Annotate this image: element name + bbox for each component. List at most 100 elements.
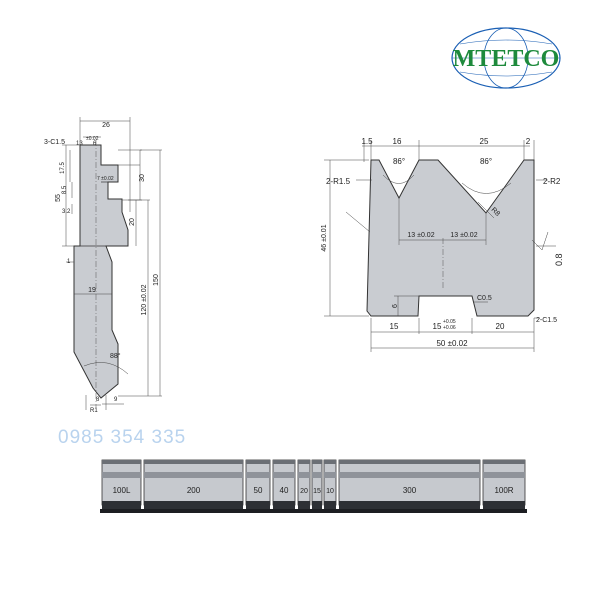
die-dim-6: 6 xyxy=(392,304,399,308)
die-dim-angle-right: 86° xyxy=(480,157,492,166)
punch-dim-8-5: 8.5 xyxy=(62,185,68,194)
segment-10: 10 xyxy=(322,459,338,513)
segment-base xyxy=(244,509,272,513)
die-dim-c15: 2-C1.5 xyxy=(536,317,557,324)
segment-base xyxy=(337,509,482,513)
die-dim-13-right: 13 ±0.02 xyxy=(450,232,477,239)
segment-body xyxy=(323,459,337,506)
segment-body xyxy=(245,459,271,506)
die-dim-46: 46 ±0.01 xyxy=(321,224,328,251)
die-dim-2: 2 xyxy=(526,137,531,146)
punch-dim-7: 7 ±0.02 xyxy=(97,176,114,182)
segment-ridge-band xyxy=(483,472,525,478)
segment-100R: 100R xyxy=(481,459,527,513)
segment-body xyxy=(338,459,481,506)
segment-ridge-band xyxy=(324,472,336,478)
segment-50: 50 xyxy=(244,459,272,513)
segment-foot xyxy=(144,501,243,509)
segment-ridge-band xyxy=(273,472,295,478)
segment-ridge-band xyxy=(298,472,310,478)
segment-body xyxy=(272,459,296,506)
punch-dim-9: 9 xyxy=(114,397,118,403)
die-dim-50: 50 ±0.02 xyxy=(436,339,468,348)
phone-number: 0985 354 335 xyxy=(58,427,187,448)
segment-ridge-band xyxy=(102,472,141,478)
die-dim-1-5: 1.5 xyxy=(361,137,373,146)
punch-dim-tol-top: ±0.02 xyxy=(86,136,99,142)
segment-label: 100L xyxy=(113,486,131,495)
segment-top-band xyxy=(246,460,270,464)
segment-foot xyxy=(312,501,322,509)
punch-dim-8: 8 xyxy=(96,397,100,403)
die-dim-r8: R8 xyxy=(490,206,501,217)
die-dim-r-left: 2-R1.5 xyxy=(326,177,351,186)
segment-40: 40 xyxy=(271,459,297,513)
logo-globe-lat-bottom xyxy=(459,71,553,77)
punch-dim-55: 55 xyxy=(55,194,62,202)
segment-ridge-band xyxy=(312,472,322,478)
punch-dim-chamfer: 3-C1.5 xyxy=(44,139,65,146)
segment-base xyxy=(100,509,143,513)
die-dim-20: 20 xyxy=(496,322,505,331)
segment-ridge-band xyxy=(144,472,243,478)
segment-label: 10 xyxy=(326,488,334,495)
segment-foot xyxy=(246,501,270,509)
segment-label: 15 xyxy=(313,488,321,495)
segment-label: 100R xyxy=(494,486,513,495)
segment-body xyxy=(311,459,323,506)
segment-foot xyxy=(339,501,480,509)
segment-body xyxy=(101,459,142,506)
segment-ridge-band xyxy=(246,472,270,478)
segment-top-band xyxy=(298,460,310,464)
segment-ridge-band xyxy=(339,472,480,478)
die-dim-r-right: 2-R2 xyxy=(543,177,561,186)
die-body xyxy=(366,159,535,317)
punch-dim-top-width: 26 xyxy=(102,122,110,129)
segment-label: 20 xyxy=(300,488,308,495)
segment-base xyxy=(142,509,245,513)
logo-globe-lat-top xyxy=(459,39,553,45)
punch-dim-20: 20 xyxy=(129,218,136,226)
punch-dim-150: 150 xyxy=(153,274,160,286)
segment-base xyxy=(481,509,527,513)
segment-top-band xyxy=(339,460,480,464)
segment-100L: 100L xyxy=(100,459,143,513)
die-dim-15-left: 15 xyxy=(390,322,399,331)
segment-top-band xyxy=(312,460,322,464)
segment-label: 40 xyxy=(280,486,289,495)
punch-dim-1: 1 xyxy=(67,259,71,265)
die-dim-slot-tol-up: +0.05 xyxy=(443,319,456,325)
segment-top-band xyxy=(144,460,243,464)
segment-base xyxy=(271,509,297,513)
segment-body xyxy=(482,459,526,506)
punch-dim-30: 30 xyxy=(139,174,146,182)
segment-top-band xyxy=(324,460,336,464)
die-dim-16: 16 xyxy=(393,137,402,146)
segment-top-band xyxy=(273,460,295,464)
die-dim-slot-tol-down: +0.06 xyxy=(443,325,456,331)
die-dim-angle-left: 86° xyxy=(393,157,405,166)
punch-dim-3-2: 3.2 xyxy=(62,209,71,215)
segment-top-band xyxy=(102,460,141,464)
punch-dim-13: 13 xyxy=(76,141,83,147)
die-dim-15-slot: 15 xyxy=(433,322,442,331)
segment-label: 50 xyxy=(254,486,263,495)
segment-base xyxy=(322,509,338,513)
punch-body xyxy=(73,144,129,399)
segment-foot xyxy=(324,501,336,509)
mtetco-logo: MTETCO xyxy=(451,27,561,89)
punch-dim-angle: 88° xyxy=(110,352,121,360)
punch-dim-17-5: 17.5 xyxy=(60,162,66,174)
segment-body xyxy=(143,459,244,506)
segment-base xyxy=(310,509,324,513)
segment-foot xyxy=(483,501,525,509)
die-dim-roughness: 0.8 xyxy=(554,253,564,266)
die-dim-13-left: 13 ±0.02 xyxy=(407,232,434,239)
punch-dim-19: 19 xyxy=(88,287,96,294)
segment-foot xyxy=(102,501,141,509)
segment-label: 200 xyxy=(187,486,201,495)
segment-300: 300 xyxy=(337,459,482,513)
die-drawing: 1.5 16 25 2 86° 86° 2-R1.5 2-R2 R8 46 ±0… xyxy=(321,137,564,352)
